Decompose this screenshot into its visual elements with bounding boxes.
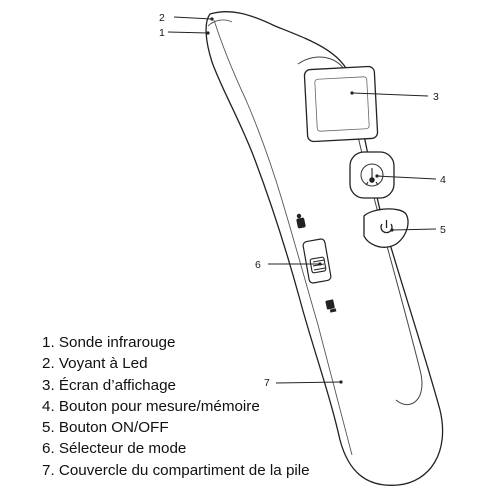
switch-grip <box>312 259 326 271</box>
power-button[interactable] <box>363 208 409 248</box>
callout-5: 5 <box>440 224 446 236</box>
callout-6: 6 <box>255 259 261 271</box>
thermometer-icon <box>365 168 379 186</box>
callout-1: 1 <box>159 27 165 39</box>
legend-item-5: 5. Bouton ON/OFF <box>42 419 169 437</box>
probe-tip <box>207 19 233 27</box>
device-seam <box>213 19 353 456</box>
body-mode-icon <box>296 213 306 229</box>
power-icon <box>380 220 393 234</box>
legend-item-1: 1. Sonde infrarouge <box>42 334 176 351</box>
legend-item-2: 2. Voyant à Led <box>42 355 148 373</box>
leader-lines <box>167 16 437 384</box>
display-screen <box>303 65 379 143</box>
callout-3: 3 <box>433 91 439 103</box>
surface-mode-icon <box>325 299 337 313</box>
legend-item-7: 7. Couvercle du compartiment de la pile <box>42 461 310 479</box>
leader-dots <box>206 17 394 384</box>
legend-item-3: 3. Écran d’affichage <box>42 376 176 394</box>
legend-item-6: 6. Sélecteur de mode <box>42 440 187 458</box>
display-screen-inner <box>314 76 370 132</box>
callout-2: 2 <box>159 12 165 24</box>
callout-7: 7 <box>264 377 270 389</box>
measure-button-ring <box>360 163 384 187</box>
parts-legend: 1. Sonde infrarouge 2. Voyant à Led 3. É… <box>42 332 310 481</box>
callout-4: 4 <box>440 174 446 186</box>
legend-item-4: 4. Bouton pour mesure/mémoire <box>42 397 260 415</box>
